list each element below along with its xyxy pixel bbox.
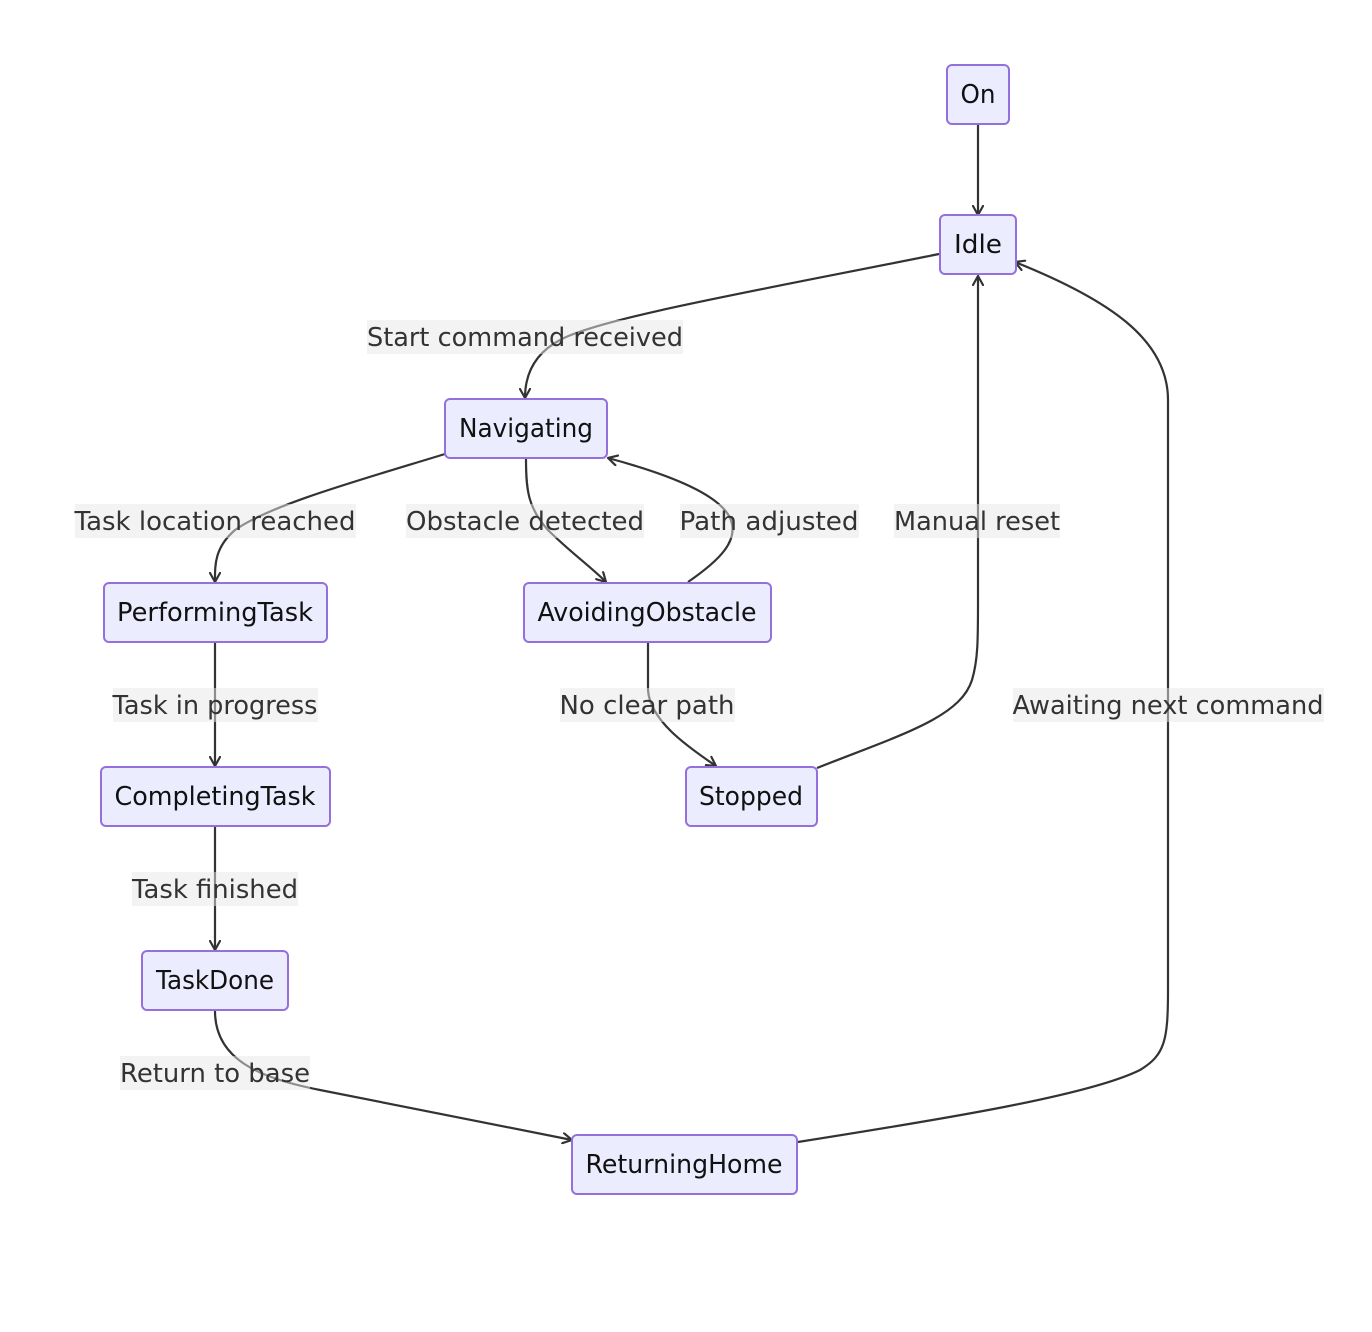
nodes: On Idle Navigating PerformingTask Avoidi… bbox=[100, 64, 1017, 1195]
edge-stopped-idle bbox=[816, 276, 978, 770]
label-task-in-progress: Task in progress bbox=[112, 691, 318, 721]
label-bg-obstacle-detected bbox=[406, 504, 644, 538]
label-task-finished: Task finished bbox=[131, 875, 298, 905]
state-avoiding-obstacle-label: AvoidingObstacle bbox=[538, 598, 757, 628]
state-stopped-box bbox=[685, 766, 818, 827]
state-performing-task[interactable]: PerformingTask bbox=[103, 582, 328, 643]
state-completing-task-label: CompletingTask bbox=[115, 782, 316, 812]
edge-returninghome-idle bbox=[797, 262, 1170, 1144]
edge-labels: Start command received Task location rea… bbox=[74, 320, 1324, 1090]
state-task-done-box bbox=[141, 950, 289, 1011]
state-performing-task-label: PerformingTask bbox=[117, 598, 313, 628]
label-bg-path-adjusted bbox=[680, 504, 859, 538]
state-navigating-label: Navigating bbox=[459, 414, 593, 444]
label-task-location: Task location reached bbox=[74, 507, 356, 537]
state-completing-task-box bbox=[100, 766, 331, 827]
state-returning-home-box bbox=[571, 1134, 798, 1195]
state-returning-home-label: ReturningHome bbox=[586, 1150, 783, 1180]
state-on-box bbox=[946, 64, 1010, 125]
label-no-clear-path: No clear path bbox=[560, 691, 735, 721]
state-on-label: On bbox=[961, 80, 996, 110]
label-bg-return-to-base bbox=[120, 1056, 310, 1090]
label-return-to-base: Return to base bbox=[120, 1059, 310, 1089]
label-manual-reset: Manual reset bbox=[894, 507, 1060, 537]
state-avoiding-obstacle-box bbox=[523, 582, 772, 643]
label-bg-start-command bbox=[367, 320, 683, 354]
state-on[interactable]: On bbox=[946, 64, 1010, 125]
label-bg-task-in-progress bbox=[113, 688, 318, 722]
state-avoiding-obstacle[interactable]: AvoidingObstacle bbox=[523, 582, 772, 643]
label-bg-no-clear-path bbox=[560, 688, 735, 722]
label-awaiting-next: Awaiting next command bbox=[1013, 691, 1324, 721]
state-performing-task-box bbox=[103, 582, 328, 643]
state-completing-task[interactable]: CompletingTask bbox=[100, 766, 331, 827]
label-obstacle-detected: Obstacle detected bbox=[406, 507, 644, 537]
state-idle-box bbox=[939, 214, 1017, 275]
state-idle[interactable]: Idle bbox=[939, 214, 1017, 275]
label-bg-awaiting-next bbox=[1013, 688, 1324, 722]
label-start-command: Start command received bbox=[367, 323, 683, 353]
state-task-done-label: TaskDone bbox=[155, 966, 274, 996]
label-bg-task-finished bbox=[132, 872, 298, 906]
label-path-adjusted: Path adjusted bbox=[680, 507, 859, 537]
state-navigating-box bbox=[444, 398, 608, 459]
state-returning-home[interactable]: ReturningHome bbox=[571, 1134, 798, 1195]
label-bg-task-location bbox=[75, 504, 356, 538]
label-bg-manual-reset bbox=[894, 504, 1060, 538]
state-task-done[interactable]: TaskDone bbox=[141, 950, 289, 1011]
state-stopped-label: Stopped bbox=[699, 782, 803, 812]
state-navigating[interactable]: Navigating bbox=[444, 398, 608, 459]
state-stopped[interactable]: Stopped bbox=[685, 766, 818, 827]
state-idle-label: Idle bbox=[954, 230, 1002, 260]
